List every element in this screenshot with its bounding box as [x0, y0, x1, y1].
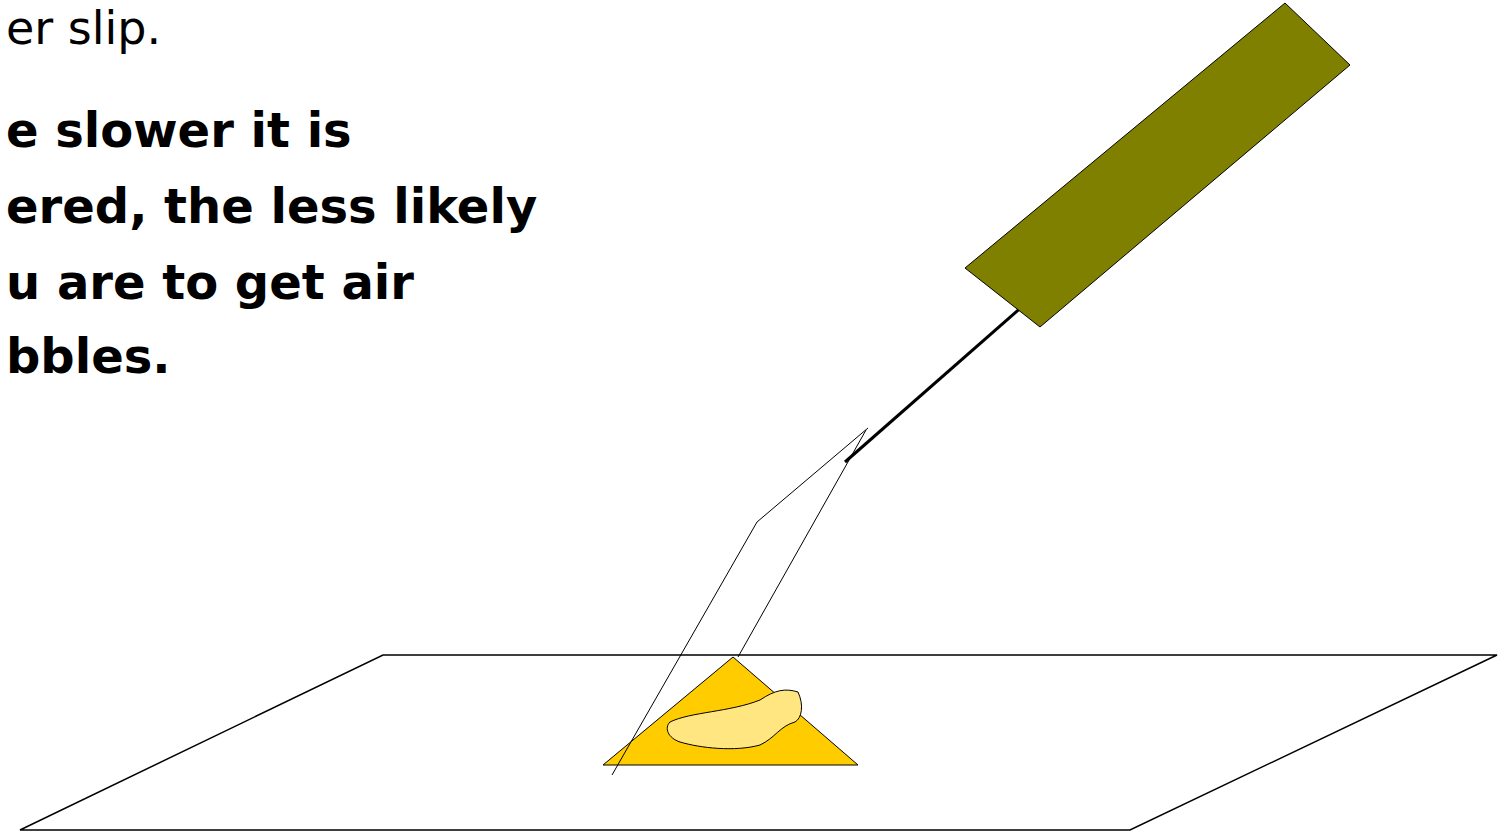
needle-handle — [965, 3, 1350, 327]
lowering-cover-slip-edge — [612, 428, 868, 775]
microscope-slide — [20, 655, 1497, 830]
lowering-cover-slip-edge — [738, 430, 866, 657]
tip-text: u are to get air — [6, 252, 414, 312]
tip-text: ered, the less likely — [6, 176, 537, 236]
tip-text: e slower it is — [6, 100, 352, 160]
needle-shaft — [845, 298, 1032, 462]
instruction-text: er slip. — [6, 0, 161, 58]
cover-slip — [603, 657, 858, 765]
tip-text: bbles. — [6, 326, 171, 386]
specimen — [667, 690, 801, 749]
